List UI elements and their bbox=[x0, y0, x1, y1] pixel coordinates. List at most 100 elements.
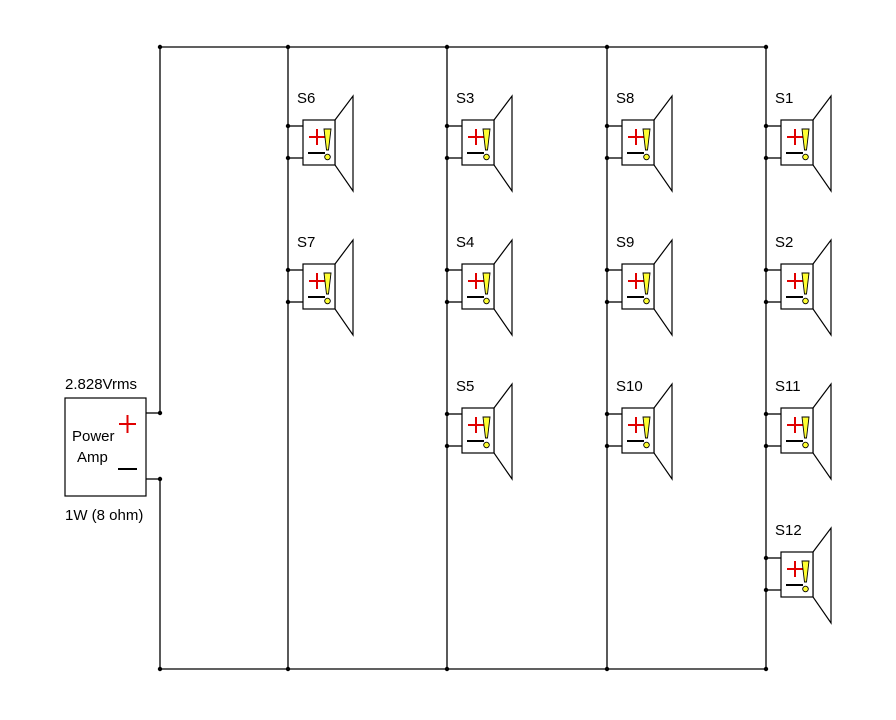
speaker-label: S7 bbox=[297, 234, 315, 251]
amp-rating-label: 1W (8 ohm) bbox=[65, 507, 143, 524]
speaker-cone bbox=[812, 526, 832, 625]
speaker-label: S9 bbox=[616, 234, 634, 251]
speaker-label: S3 bbox=[456, 90, 474, 107]
plus-icon bbox=[628, 273, 644, 289]
junction-dot bbox=[157, 410, 163, 416]
warning-exclamation-icon bbox=[323, 272, 332, 305]
junction-dot bbox=[604, 44, 610, 50]
junction-dot bbox=[157, 44, 163, 50]
junction-dot bbox=[285, 123, 291, 129]
warning-exclamation-icon bbox=[801, 128, 810, 161]
speaker-cone bbox=[812, 94, 832, 193]
speaker-label: S8 bbox=[616, 90, 634, 107]
junction-dot bbox=[763, 123, 769, 129]
speaker-label: S6 bbox=[297, 90, 315, 107]
plus-icon bbox=[468, 417, 484, 433]
speaker-s10: S10 bbox=[604, 378, 673, 481]
junction-dot bbox=[604, 267, 610, 273]
junction-dot bbox=[604, 155, 610, 161]
plus-icon bbox=[468, 129, 484, 145]
speaker-label: S2 bbox=[775, 234, 793, 251]
junction-dot bbox=[763, 666, 769, 672]
speaker-s7: S7 bbox=[285, 234, 354, 337]
warning-exclamation-icon bbox=[482, 128, 491, 161]
warning-exclamation-icon bbox=[642, 272, 651, 305]
speaker-label: S1 bbox=[775, 90, 793, 107]
warning-exclamation-icon bbox=[482, 416, 491, 449]
junction-dot bbox=[285, 666, 291, 672]
amp-name-line2: Amp bbox=[77, 449, 108, 466]
amp-box bbox=[64, 397, 147, 497]
speaker-s11: S11 bbox=[763, 378, 832, 481]
plus-icon bbox=[309, 273, 325, 289]
speaker-s2: S2 bbox=[763, 234, 832, 337]
plus-icon bbox=[787, 129, 803, 145]
junction-dot bbox=[604, 299, 610, 305]
speaker-label: S12 bbox=[775, 522, 802, 539]
speaker-label: S4 bbox=[456, 234, 474, 251]
junction-dot bbox=[763, 155, 769, 161]
speaker-label: S5 bbox=[456, 378, 474, 395]
junction-dot bbox=[444, 123, 450, 129]
warning-exclamation-icon bbox=[323, 128, 332, 161]
speaker-cone bbox=[493, 238, 513, 337]
plus-icon bbox=[468, 273, 484, 289]
amp-name-line1: Power bbox=[72, 428, 115, 445]
junction-dot bbox=[763, 555, 769, 561]
speaker-s1: S1 bbox=[763, 90, 832, 193]
junction-dot bbox=[763, 267, 769, 273]
power-amp: 2.828Vrms Power Amp 1W (8 ohm) bbox=[64, 376, 147, 524]
junction-dot bbox=[444, 267, 450, 273]
speaker-s8: S8 bbox=[604, 90, 673, 193]
junction-dot bbox=[763, 587, 769, 593]
junction-dot bbox=[604, 443, 610, 449]
junction-dot bbox=[285, 44, 291, 50]
speaker-cone bbox=[493, 94, 513, 193]
junction-dot bbox=[285, 299, 291, 305]
junction-dot bbox=[763, 411, 769, 417]
junction-dots bbox=[157, 44, 769, 672]
junction-dot bbox=[285, 267, 291, 273]
wiring bbox=[146, 44, 769, 672]
junction-dot bbox=[604, 123, 610, 129]
speaker-cone bbox=[334, 238, 354, 337]
speaker-cone bbox=[334, 94, 354, 193]
plus-icon bbox=[787, 273, 803, 289]
junction-dot bbox=[604, 666, 610, 672]
junction-dot bbox=[444, 411, 450, 417]
plus-icon bbox=[628, 129, 644, 145]
warning-exclamation-icon bbox=[801, 272, 810, 305]
speaker-s4: S4 bbox=[444, 234, 513, 337]
warning-exclamation-icon bbox=[801, 560, 810, 593]
junction-dot bbox=[604, 411, 610, 417]
plus-icon bbox=[787, 417, 803, 433]
speaker-cone bbox=[812, 382, 832, 481]
plus-icon bbox=[787, 561, 803, 577]
speaker-s3: S3 bbox=[444, 90, 513, 193]
junction-dot bbox=[444, 299, 450, 305]
speaker-cone bbox=[812, 238, 832, 337]
junction-dot bbox=[763, 443, 769, 449]
amp-voltage-label: 2.828Vrms bbox=[65, 376, 137, 393]
junction-dot bbox=[444, 155, 450, 161]
speaker-cone bbox=[493, 382, 513, 481]
speaker-s12: S12 bbox=[763, 522, 832, 625]
speaker-label: S10 bbox=[616, 378, 643, 395]
junction-dot bbox=[444, 443, 450, 449]
junction-dot bbox=[285, 155, 291, 161]
speaker-label: S11 bbox=[775, 378, 801, 395]
warning-exclamation-icon bbox=[801, 416, 810, 449]
speaker-cone bbox=[653, 382, 673, 481]
speaker-s9: S9 bbox=[604, 234, 673, 337]
speaker-s6: S6 bbox=[285, 90, 354, 193]
junction-dot bbox=[763, 299, 769, 305]
speaker-cone bbox=[653, 94, 673, 193]
warning-exclamation-icon bbox=[642, 416, 651, 449]
warning-exclamation-icon bbox=[642, 128, 651, 161]
speaker-cone bbox=[653, 238, 673, 337]
junction-dot bbox=[444, 666, 450, 672]
junction-dot bbox=[444, 44, 450, 50]
junction-dot bbox=[157, 666, 163, 672]
